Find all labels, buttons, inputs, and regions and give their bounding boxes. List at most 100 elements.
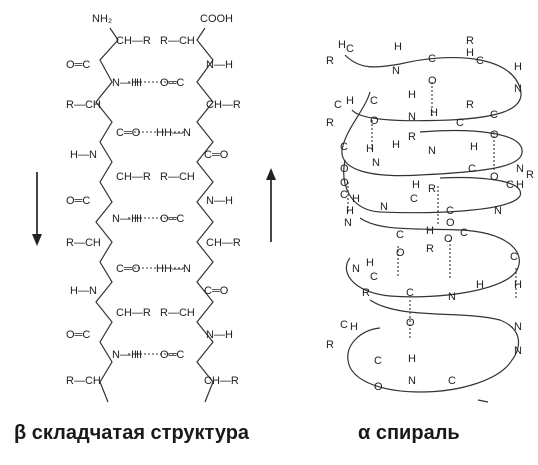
alpha-helix: H C R H N C O R C H N H C R H N H C O H: [326, 35, 534, 403]
helix-atom: H: [426, 225, 434, 237]
right-atom: CH—R: [204, 375, 239, 387]
helix-atom: H: [466, 47, 474, 59]
left-atom: C═O: [116, 127, 141, 139]
helix-atom: N: [372, 157, 380, 169]
right-atom: COOH: [200, 13, 233, 25]
helix-atom: O: [374, 381, 383, 393]
helix-atom: R: [426, 243, 434, 255]
helix-coil: [477, 399, 489, 403]
helix-coil: [341, 91, 523, 177]
helix-atom: C: [396, 229, 404, 241]
right-atom: CH—R: [206, 99, 241, 111]
hbond-h-label: H: [134, 77, 142, 89]
left-atom: O═C: [66, 59, 90, 71]
helix-atom: C: [460, 227, 468, 239]
helix-atom: H: [476, 279, 484, 291]
beta-sheet-caption: β складчатая структура: [14, 422, 250, 444]
helix-atom: O: [370, 115, 379, 127]
right-atom: H—N: [164, 127, 191, 139]
helix-atom: N: [494, 205, 502, 217]
hbond-h-label: H: [134, 349, 142, 361]
right-atom: R—CH: [160, 171, 195, 183]
right-atom: N—H: [206, 329, 233, 341]
right-atom: C═O: [204, 285, 229, 297]
helix-atom: N: [408, 375, 416, 387]
left-atom: CH—R: [116, 35, 151, 47]
helix-atom: C: [334, 99, 342, 111]
helix-atom: N: [514, 345, 522, 357]
helix-atom: H: [366, 143, 374, 155]
left-atom: H—N: [70, 149, 97, 161]
helix-atom: C: [468, 163, 476, 175]
left-atom: N—H: [112, 349, 139, 361]
helix-atom: H: [346, 95, 354, 107]
arrow-down-icon: [32, 172, 42, 246]
hbond-h-label: H: [134, 213, 142, 225]
helix-atom: R: [326, 117, 334, 129]
helix-coil: [345, 217, 520, 298]
helix-atoms: H C R H N C O R C H N H C R H N H C O H: [326, 35, 534, 393]
right-atom: H—N: [164, 263, 191, 275]
right-atom: N—H: [206, 195, 233, 207]
left-atom: C═O: [116, 263, 141, 275]
alpha-helix-caption: α спираль: [358, 422, 460, 444]
helix-atom: H: [346, 205, 354, 217]
beta-right-backbone: [196, 27, 214, 403]
left-atom: R—CH: [66, 99, 101, 111]
helix-atom: C: [340, 141, 348, 153]
left-atom: CH—R: [116, 307, 151, 319]
helix-atom: H: [514, 61, 522, 73]
helix-atom: O: [340, 163, 349, 175]
right-atom: O═C: [160, 77, 184, 89]
helix-atom: R: [326, 55, 334, 67]
helix-atom: O: [428, 75, 437, 87]
left-atom: O═C: [66, 329, 90, 341]
helix-atom: O: [340, 177, 349, 189]
helix-atom: H: [394, 41, 402, 53]
helix-atom: H: [408, 89, 416, 101]
helix-atom: C: [340, 189, 348, 201]
helix-atom: H: [392, 139, 400, 151]
helix-atom: H: [366, 257, 374, 269]
helix-atom: H: [350, 321, 358, 333]
helix-atom: R: [362, 287, 370, 299]
helix-atom: N: [516, 163, 524, 175]
helix-coil: [343, 159, 521, 214]
right-atom: R—CH: [160, 307, 195, 319]
helix-atom: N: [514, 321, 522, 333]
left-atom: O═C: [66, 195, 90, 207]
helix-atom: H: [338, 39, 346, 51]
left-atom: NH₂: [92, 13, 112, 25]
helix-atom: N: [514, 83, 522, 95]
beta-left-strand: NH₂ CH—R O═C N—H R—CH C═O H—N CH—R O═C N…: [66, 13, 151, 387]
helix-atom: C: [510, 251, 518, 263]
helix-atom: N: [408, 111, 416, 123]
right-atom: O═C: [160, 213, 184, 225]
helix-atom: H: [412, 179, 420, 191]
helix-atom: O: [490, 129, 499, 141]
right-atom: C═O: [204, 149, 229, 161]
helix-atom: C: [490, 109, 498, 121]
helix-atom: N: [344, 217, 352, 229]
helix-atom: H: [470, 141, 478, 153]
helix-atom: C: [456, 117, 464, 129]
helix-atom: C: [340, 319, 348, 331]
helix-atom: R: [466, 99, 474, 111]
helix-atom: O: [396, 247, 405, 259]
beta-right-strand: COOH R—CH N—H O═C CH—R H—N C═O R—CH N—H …: [160, 13, 241, 387]
right-atom: R—CH: [160, 35, 195, 47]
left-atom: N—H: [112, 77, 139, 89]
helix-atom: R: [526, 169, 534, 181]
helix-atom: C: [476, 55, 484, 67]
helix-atom: N: [352, 263, 360, 275]
helix-atom: C: [370, 271, 378, 283]
left-atom: N—H: [112, 213, 139, 225]
helix-atom: C: [346, 43, 354, 55]
arrow-up-icon: [266, 168, 276, 242]
left-atom: CH—R: [116, 171, 151, 183]
left-atom: R—CH: [66, 237, 101, 249]
left-atom: H—N: [70, 285, 97, 297]
helix-atom: N: [448, 291, 456, 303]
